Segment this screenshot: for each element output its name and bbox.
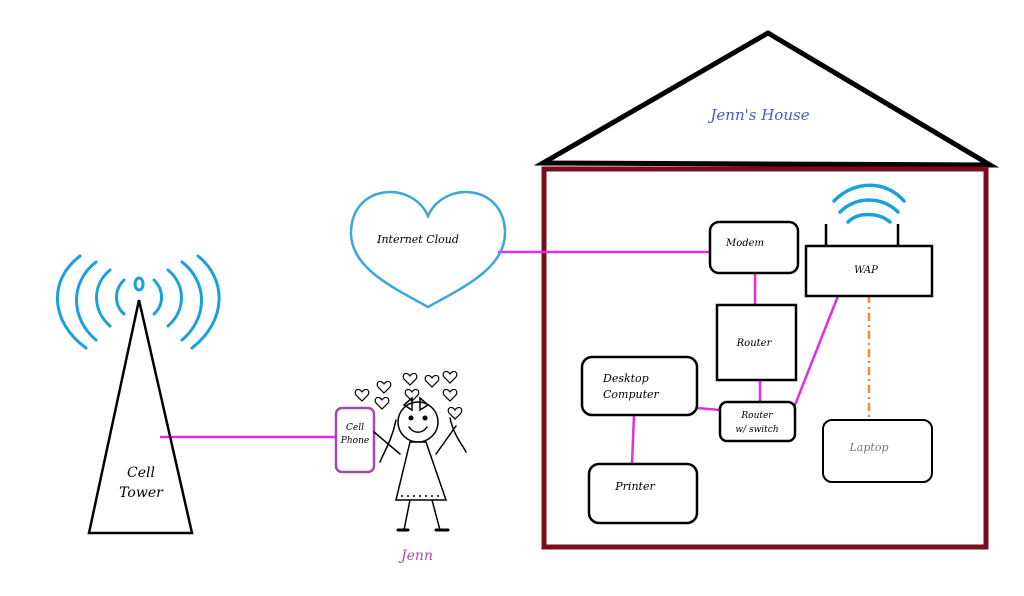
wap-box <box>804 244 934 298</box>
devices <box>580 183 934 525</box>
person-dress <box>395 441 448 501</box>
desktop-label-line2: Computer <box>603 388 660 401</box>
modem-box <box>708 220 800 275</box>
wap-signal-icon <box>832 183 906 224</box>
cell-tower-label-line2: Tower <box>119 485 164 501</box>
printer-box <box>587 462 699 525</box>
house-title: Jenn's House <box>707 106 809 124</box>
laptop-label: Laptop <box>849 441 889 454</box>
router-label: Router <box>736 338 773 349</box>
cell-phone-body <box>334 406 376 474</box>
hearts-icon <box>354 370 463 420</box>
house: Jenn's House <box>533 30 1000 550</box>
cell-tower-label-line1: Cell <box>127 465 155 481</box>
cell-tower-body <box>87 299 194 535</box>
cell-phone-label-line2: Phone <box>340 436 369 446</box>
internet-cloud-heart <box>349 190 507 309</box>
link-wap-switch <box>791 295 840 411</box>
router-switch-box <box>718 400 797 443</box>
printer-label: Printer <box>614 480 655 493</box>
person-jenn <box>354 370 467 532</box>
wap-label: WAP <box>854 265 878 276</box>
cell-phone-label-line1: Cell <box>346 423 364 433</box>
router-switch-label-line1: Router <box>740 411 773 421</box>
person-bow <box>402 396 430 412</box>
house-walls <box>541 166 989 550</box>
router-box <box>715 303 798 382</box>
device-labels: Modem WAP Router Desktop Computer Router… <box>602 238 889 493</box>
desktop-label-line1: Desktop <box>602 372 649 385</box>
cell-phone: Cell Phone <box>334 406 376 474</box>
link-desktop-switch <box>696 406 721 412</box>
cell-tower: Cell Tower <box>56 254 221 535</box>
links <box>160 250 840 465</box>
desktop-box <box>580 355 699 417</box>
link-desktop-printer <box>630 414 636 465</box>
person-name: Jenn <box>398 548 433 564</box>
person-arms <box>373 425 457 455</box>
wap-device <box>804 183 934 298</box>
modem-label: Modem <box>725 238 764 249</box>
laptop-box <box>822 419 933 483</box>
internet-cloud: Internet Cloud <box>349 190 507 309</box>
internet-cloud-label: Internet Cloud <box>376 233 459 246</box>
person-head <box>397 401 439 443</box>
person-legs <box>403 499 441 531</box>
house-roof <box>533 30 1000 168</box>
router-switch-label-line2: w/ switch <box>735 425 778 435</box>
cell-tower-signal-icon <box>56 254 221 350</box>
